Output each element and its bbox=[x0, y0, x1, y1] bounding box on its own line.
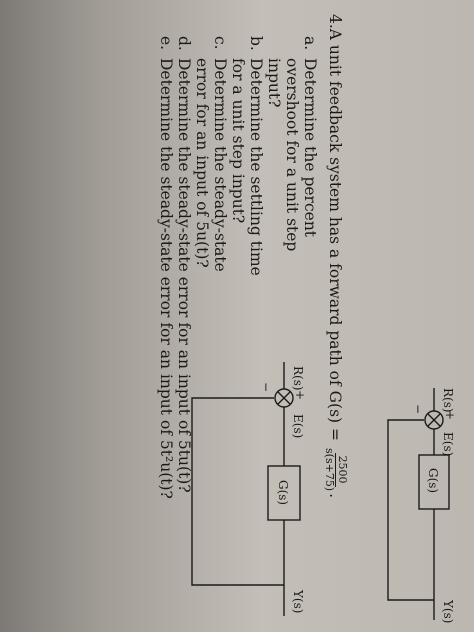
side-input-label: R(s) bbox=[291, 366, 305, 391]
side-block-diagram: R(s) + − E(s) G(s) Y(s) bbox=[191, 362, 307, 616]
tf-denominator: s(s+75) bbox=[323, 448, 336, 492]
problem-intro-text: A unit feedback system has a forward pat… bbox=[326, 28, 345, 442]
problem-number: 4. bbox=[326, 14, 345, 29]
side-output-label: Y(s) bbox=[291, 589, 305, 613]
transfer-function-fraction: 2500 s(s+75) bbox=[323, 446, 349, 493]
problem-intro: 4. A unit feedback system has a forward … bbox=[323, 14, 349, 498]
side-plus-sign: + bbox=[293, 390, 307, 400]
top-block-label: G(s) bbox=[426, 468, 440, 493]
side-block-label: G(s) bbox=[276, 480, 290, 505]
tf-trailing-period: . bbox=[326, 493, 345, 499]
top-plus-sign: + bbox=[443, 410, 457, 420]
top-error-label: E(s) bbox=[441, 432, 455, 456]
top-input-label: R(s) bbox=[441, 388, 455, 413]
top-minus-sign: − bbox=[411, 404, 425, 414]
top-output-label: Y(s) bbox=[441, 599, 455, 623]
top-block-diagram: R(s) + − E(s) G(s) Y(s) bbox=[387, 388, 457, 623]
tf-numerator: 2500 bbox=[335, 452, 349, 487]
side-minus-sign: − bbox=[259, 382, 273, 392]
side-error-label: E(s) bbox=[291, 414, 305, 438]
